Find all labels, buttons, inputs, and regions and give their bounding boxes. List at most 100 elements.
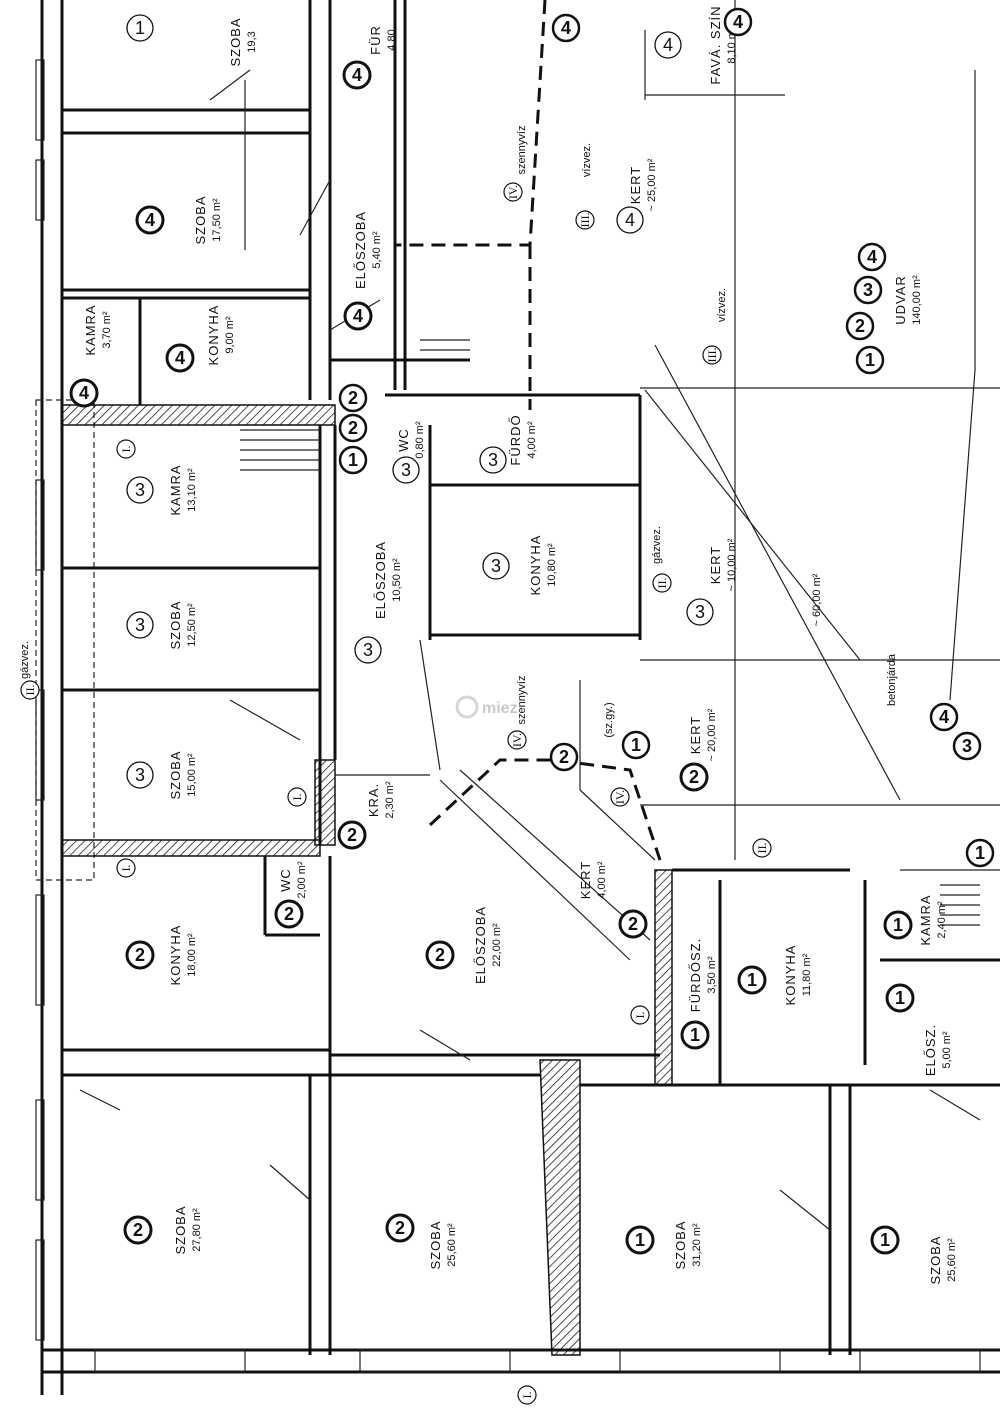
roman-mark-rm-i-3: I. — [116, 858, 136, 878]
marker-m-1-right: 1 — [965, 838, 995, 868]
unit-circle — [883, 910, 913, 940]
unit-number: 2 — [133, 1220, 143, 1240]
marker-text: 4 — [733, 12, 743, 32]
annotation-gazvez-left: gázvez. — [19, 641, 31, 679]
roman-mark-rm-iii-2: III. — [702, 345, 722, 365]
unit-circle — [680, 1020, 710, 1050]
room-name: ELŐSZOBA — [373, 541, 388, 619]
room-name: KERT — [628, 166, 643, 204]
unit-circle — [686, 598, 714, 626]
roman-mark-rm-iv-mid: IV. — [507, 730, 527, 750]
room-name: KONYHA — [168, 925, 183, 986]
room-area: 25,60 m² — [946, 1238, 958, 1282]
roman-marks: IV.III.III.II.II.IV.IV.II.I.I.I.I.I. — [20, 182, 772, 1405]
marker-m-4-a: 4 — [551, 13, 581, 43]
unit-circle — [342, 60, 372, 90]
room-area: 10,50 m² — [391, 558, 403, 602]
marker-text: 3 — [962, 736, 972, 756]
unit-circle — [616, 206, 644, 234]
unit-number: 3 — [135, 480, 145, 500]
unit-number: 2 — [284, 904, 294, 924]
unit-circle — [135, 205, 165, 235]
room-r3-kert: KERT~ 10,00 m²3 — [686, 538, 738, 626]
stair-unit-3 — [240, 429, 320, 471]
room-name: SZOBA — [428, 1220, 443, 1269]
annotation-gazvez-right: gázvez. — [651, 526, 663, 564]
unit-circle — [126, 14, 154, 42]
room-name: SZOBA — [673, 1220, 688, 1269]
unit-number: 3 — [488, 450, 498, 470]
unit-number: 1 — [893, 915, 903, 935]
roman-mark-rm-i-2: I. — [287, 787, 307, 807]
room-area: 4,00 m² — [596, 861, 608, 899]
unit-number: 2 — [347, 825, 357, 845]
room-area: 9,00 m² — [224, 316, 236, 354]
room-r4-kert: KERT~ 25,00 m²4 — [616, 158, 658, 234]
roman-mark-rm-ii-gaz: II. — [20, 680, 40, 700]
marker-text: 1 — [348, 450, 358, 470]
annotations: gázvez.gázvez.szennyvízszennyvízvízvez.v… — [19, 126, 898, 738]
room-area: ~ 10,00 m² — [726, 538, 738, 591]
annotation-vizvez-2: vízvez. — [716, 288, 728, 322]
room-area: 11,80 m² — [801, 953, 813, 996]
unit-circle — [354, 636, 382, 664]
room-area: 4,00 m² — [526, 421, 538, 459]
marker-m-1-szgy: 1 — [621, 730, 651, 760]
unit-circle — [126, 761, 154, 789]
room-name: FÜRDŐSZ. — [688, 938, 703, 1012]
unit-4-walls — [62, 0, 470, 405]
roman-text: I. — [119, 865, 133, 872]
room-area: 140,00 m² — [911, 275, 923, 325]
unit-circle — [123, 1215, 153, 1245]
room-area: 4,80 — [386, 29, 398, 50]
room-area: 5,40 m² — [371, 231, 383, 269]
watermark-text: miez — [482, 700, 518, 717]
facade-bottom — [42, 1348, 1000, 1374]
room-area: ~ 20,00 m² — [706, 708, 718, 761]
unit-circle — [385, 1213, 415, 1243]
room-area: 13,10 m² — [186, 468, 198, 512]
unit-number: 4 — [663, 35, 673, 55]
unit-circle — [126, 476, 154, 504]
unit-number: 4 — [175, 348, 185, 368]
unit-number: 4 — [352, 65, 362, 85]
room-name: SZOBA — [228, 17, 243, 66]
room-name: KERT — [578, 861, 593, 899]
unit-3-walls — [60, 80, 642, 845]
marker-m-4-beton: 4 — [929, 702, 959, 732]
room-area: 3,70 m² — [101, 311, 113, 349]
room-name: FÜR — [368, 25, 383, 55]
marker-text: 4 — [939, 707, 949, 727]
room-name: WC — [278, 868, 293, 892]
marker-text: 2 — [559, 747, 569, 767]
unit-circle — [337, 820, 367, 850]
unit-number: 1 — [747, 970, 757, 990]
room-area: 10,80 m² — [546, 543, 558, 587]
roman-mark-rm-i-4: I. — [630, 1005, 650, 1025]
room-name: FAVÁ. SZÍN — [708, 5, 723, 84]
utility-lines — [395, 0, 662, 861]
roman-mark-rm-ii-low: II. — [752, 838, 772, 858]
unit-number: 3 — [401, 460, 411, 480]
room-name: ELŐSZOBA — [353, 211, 368, 289]
room-name: KONYHA — [783, 945, 798, 1006]
room-name: FÜRDŐ — [508, 414, 523, 465]
unit-circle — [625, 1225, 655, 1255]
annotation-betonjarda: betonjárda — [886, 653, 898, 706]
marker-m-3-udvar: 3 — [853, 275, 883, 305]
marker-m-2-stair2: 2 — [338, 383, 368, 413]
unit-circle — [392, 456, 420, 484]
roman-mark-rm-iv-top: IV. — [503, 182, 523, 202]
